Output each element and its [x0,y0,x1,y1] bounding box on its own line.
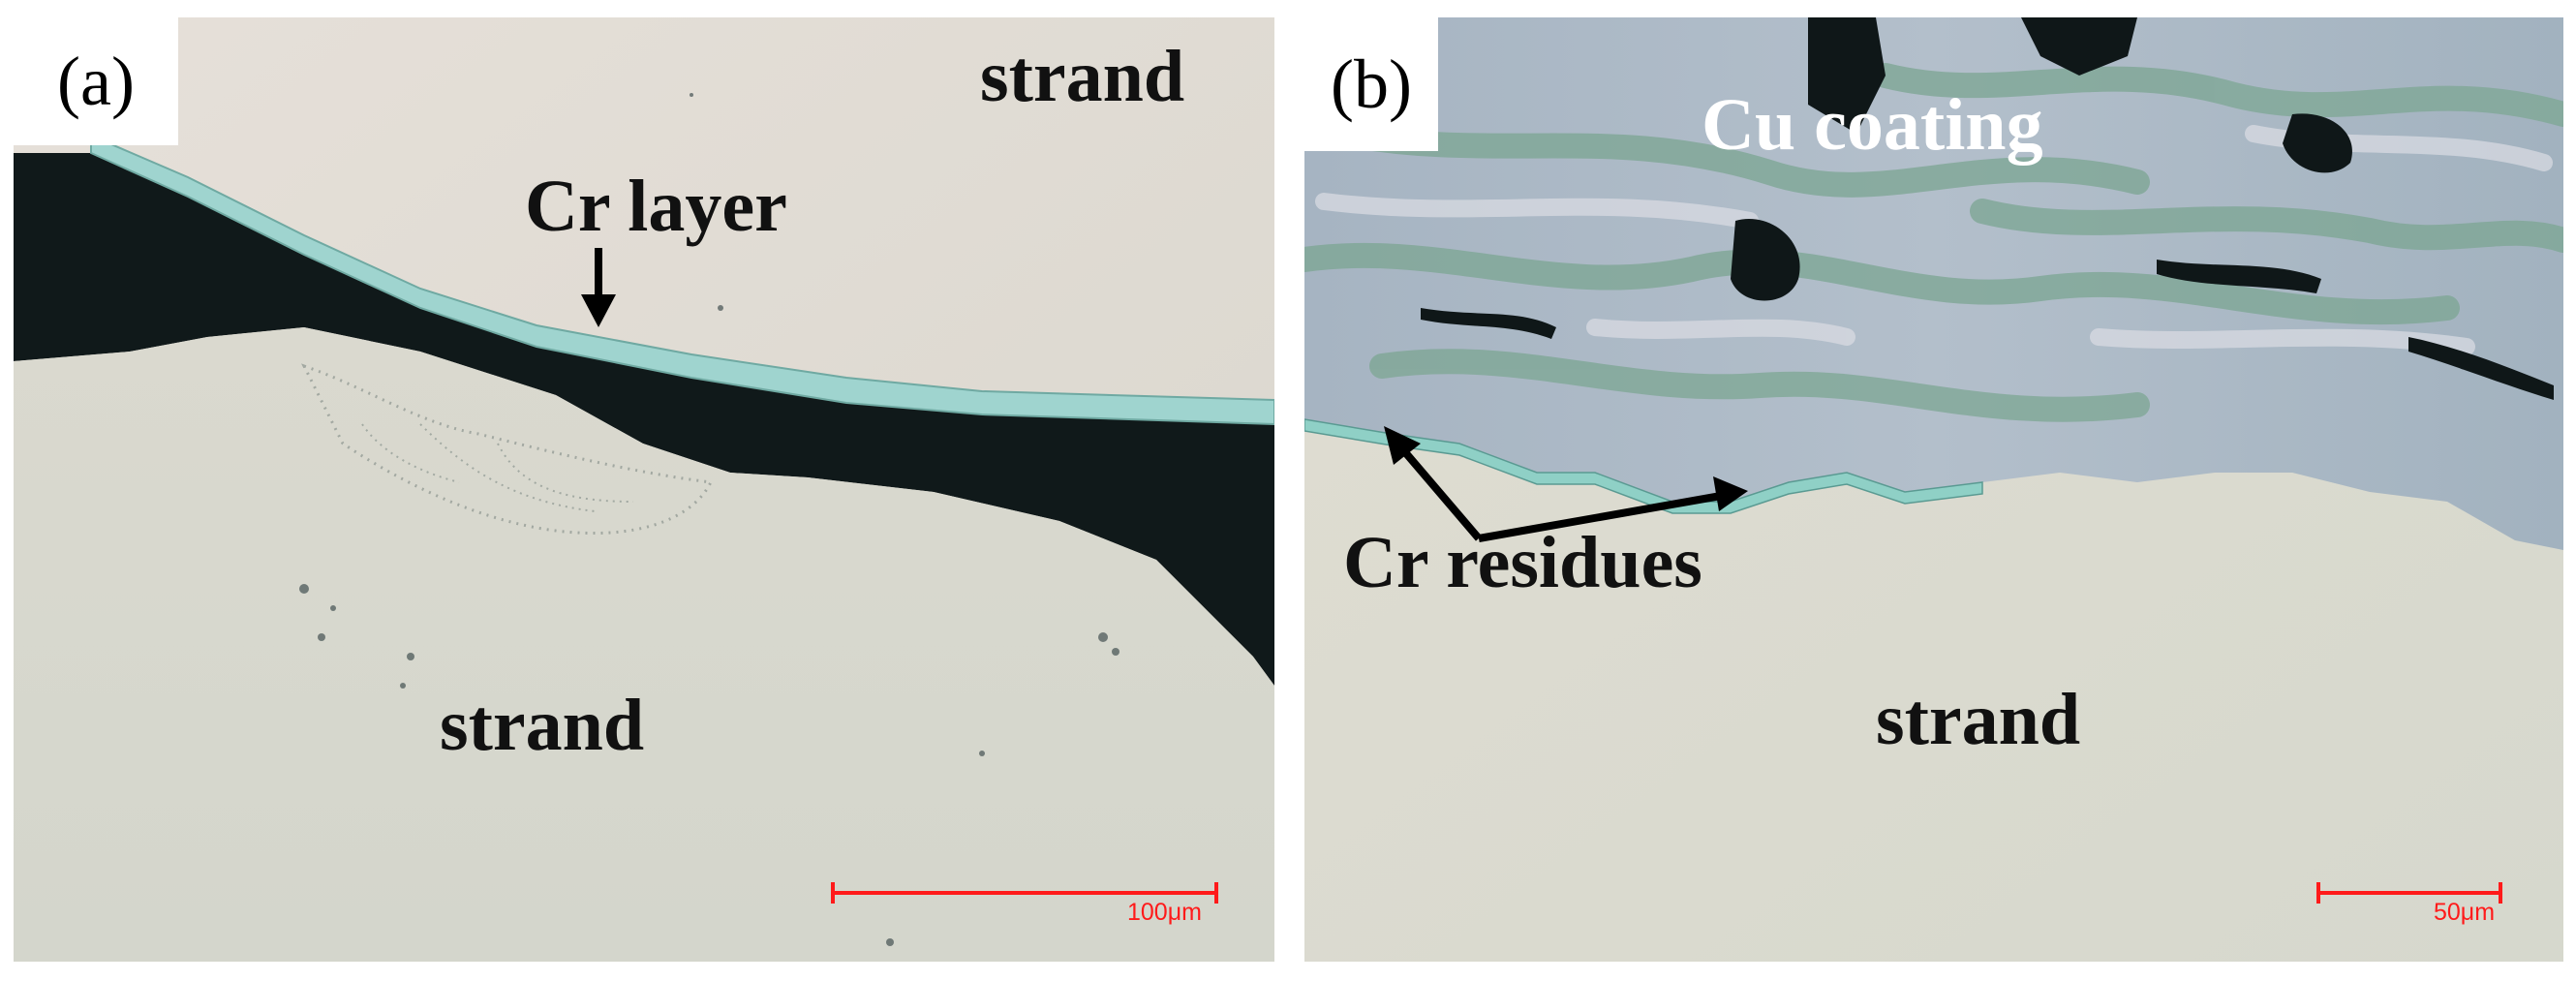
micrograph-panel-a: (a) strand Cr layer strand 100μm [14,17,1274,962]
label-cr-layer: Cr layer [525,166,787,247]
lower-strand-region [14,327,1274,962]
micrograph-b-image [1304,17,2563,962]
scale-bar-b [2316,882,2502,904]
panel-a-tag: (a) [14,17,178,145]
scale-text-a: 100μm [1127,899,1202,926]
cu-coating-green-bands [1304,63,2563,422]
scale-text-b: 50μm [2434,899,2496,926]
etch-lines [361,423,634,512]
label-strand-top: strand [980,36,1185,117]
cr-residues-strip [1304,418,1983,514]
scale-bar-a [831,882,1218,904]
label-strand-bottom: strand [440,685,645,766]
cr-layer-strip [90,134,1274,426]
label-cr-residues: Cr residues [1343,522,1702,603]
label-strand: strand [1876,679,2081,760]
dark-specks [299,93,1119,946]
micrograph-a-image [14,17,1274,962]
cu-coating-voids [1421,17,2554,400]
micrograph-panel-b: (b) Cu coating Cr residues strand 50μm [1304,17,2563,962]
dark-gap-region [14,153,1274,686]
etch-pattern [301,363,714,535]
panel-b-tag: (b) [1304,17,1438,151]
label-cu-coating: Cu coating [1702,84,2043,166]
